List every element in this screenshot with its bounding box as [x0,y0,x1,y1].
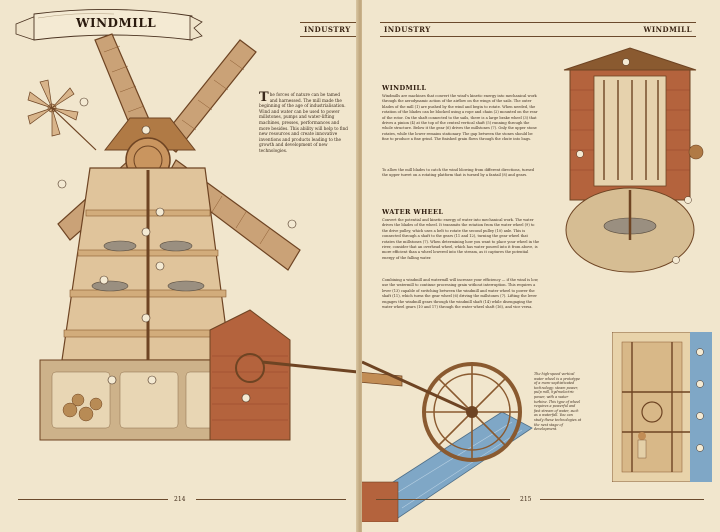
tower-cutaway-illustration [563,47,704,273]
waterwheel-paragraph-1: Convert the potential and kinetic energy… [382,218,540,260]
inset-caption: The high-speed vertical water wheel is a… [534,372,582,432]
windmill-section-title: WINDMILL [382,84,427,92]
left-page: WINDMILL INDUSTRY [0,0,358,532]
waterwheel-section-title: WATER WHEEL [382,208,444,216]
drop-cap: T [259,90,269,105]
millstones [91,240,205,292]
waterwheel-illustration [362,360,533,522]
page-number-left: 214 [174,496,186,503]
running-head-left: INDUSTRY [300,22,356,37]
book-gutter [356,0,364,532]
callout-markers [57,97,297,403]
page-title: WINDMILL [76,16,157,30]
page-number-right: 215 [520,496,532,503]
footer-rule [540,499,704,500]
footer-rule [18,499,168,500]
title-ribbon [15,9,203,41]
fantail [27,79,97,151]
windmill-illustration [27,33,358,441]
inset-scene-illustration [612,332,712,482]
running-head-title: WINDMILL [470,22,696,37]
intro-text: he forces of nature can be tamed and har… [259,92,348,153]
footer-rule [376,499,510,500]
footer-rule [196,499,346,500]
side-shed [209,309,291,441]
waterwheel-paragraph-2: Combining a windmill and watermill will … [382,278,539,310]
windmill-paragraph-1: Windmills are machines that convert the … [382,94,538,142]
running-head-section: INDUSTRY [380,22,474,37]
windmill-paragraph-2: To allow the mill blades to catch the wi… [382,168,535,178]
right-page: INDUSTRY WINDMILL WINDMILL Windmills are… [362,0,720,532]
